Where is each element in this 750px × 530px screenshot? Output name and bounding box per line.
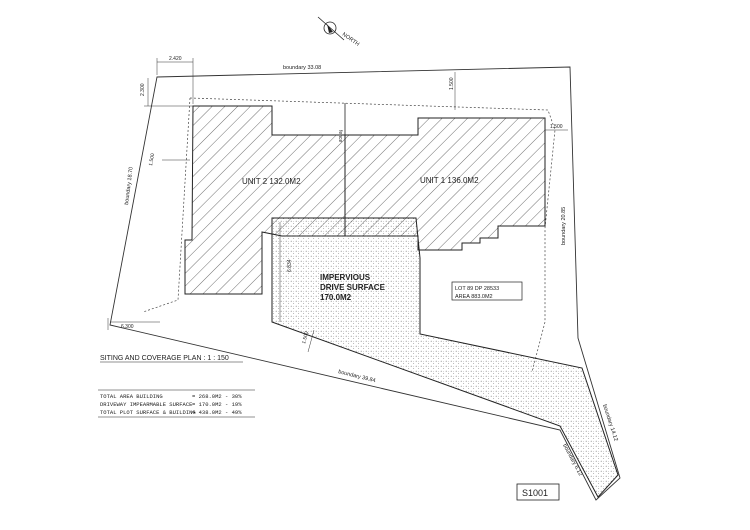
dim-2300-label: 2.300	[140, 83, 146, 96]
dim-6834-label: 6.834	[287, 259, 293, 272]
drive-label-line2: DRIVE SURFACE	[320, 283, 386, 292]
area-schedule: TOTAL AREA BUILDING = 268.0M2 - 30% DRIV…	[98, 389, 255, 418]
schedule-row-3-label: TOTAL PLOT SURFACE & BUILDING	[100, 409, 196, 416]
dim-2420-label: 2.420	[169, 56, 182, 62]
schedule-row-1-label: TOTAL AREA BUILDING	[100, 393, 163, 400]
drive-label-line3: 170.0M2	[320, 293, 352, 302]
setback-line	[189, 97, 556, 373]
dimension-6300: 6.300	[107, 318, 160, 330]
fence-label: fence	[337, 130, 343, 142]
dimension-1500-left: 1.500	[148, 153, 190, 167]
dim-6300-label: 6.300	[121, 324, 134, 330]
lot-info-line2: AREA 883.0M2	[455, 294, 493, 300]
plan-title: SITING AND COVERAGE PLAN : 1 : 150	[100, 355, 229, 362]
lot-info-box	[451, 281, 523, 301]
dimension-2420: 2.420	[156, 56, 194, 104]
lot-info-line1: LOT 89 DP 28533	[455, 286, 499, 292]
schedule-row-2-label: DRIVEWAY IMPEARMABLE SURFACE	[100, 401, 193, 408]
north-arrow: NORTH	[317, 16, 360, 48]
boundary-bottom-label: boundary 39.84	[338, 369, 377, 384]
drive-label-line1: IMPERVIOUS	[320, 273, 371, 282]
dim-1500-bottom-label: 1.500	[301, 331, 310, 345]
dimension-6834: 6.834	[279, 222, 293, 322]
sheet-number-box	[516, 483, 560, 501]
boundary-top-label: boundary 33.08	[283, 65, 321, 71]
dimension-1500-bottom: 1.500	[301, 329, 315, 353]
north-arrow-icon	[327, 24, 333, 33]
drive-surface	[271, 217, 619, 498]
schedule-row-2-value: = 170.0M2 - 19%	[192, 401, 242, 408]
boundary-left-label: boundary 18.70	[124, 167, 135, 206]
schedule-row-3-value: = 438.0M2 - 49%	[192, 409, 242, 416]
unit-2-label: UNIT 2 132.0M2	[242, 177, 301, 186]
sheet-number: S1001	[522, 488, 548, 498]
north-circle-icon	[323, 21, 337, 35]
boundary-right-label: boundary 20.85	[561, 207, 567, 245]
dimension-1500-top: 1.500	[449, 72, 456, 110]
schedule-row-1-value: = 268.0M2 - 30%	[192, 393, 242, 400]
north-arrow-line	[317, 16, 345, 41]
dim-1500-top-label: 1.500	[449, 77, 455, 90]
site-boundary	[109, 66, 621, 501]
unit-1-label: UNIT 1 136.0M2	[420, 176, 479, 185]
dim-1500-left-label: 1.500	[148, 153, 156, 167]
dimension-2300: 2.300	[140, 78, 193, 107]
dim-1500-right-label: 1.500	[550, 124, 563, 130]
setback-line-left	[142, 97, 191, 313]
dimension-1500-right: 1.500	[545, 124, 568, 131]
